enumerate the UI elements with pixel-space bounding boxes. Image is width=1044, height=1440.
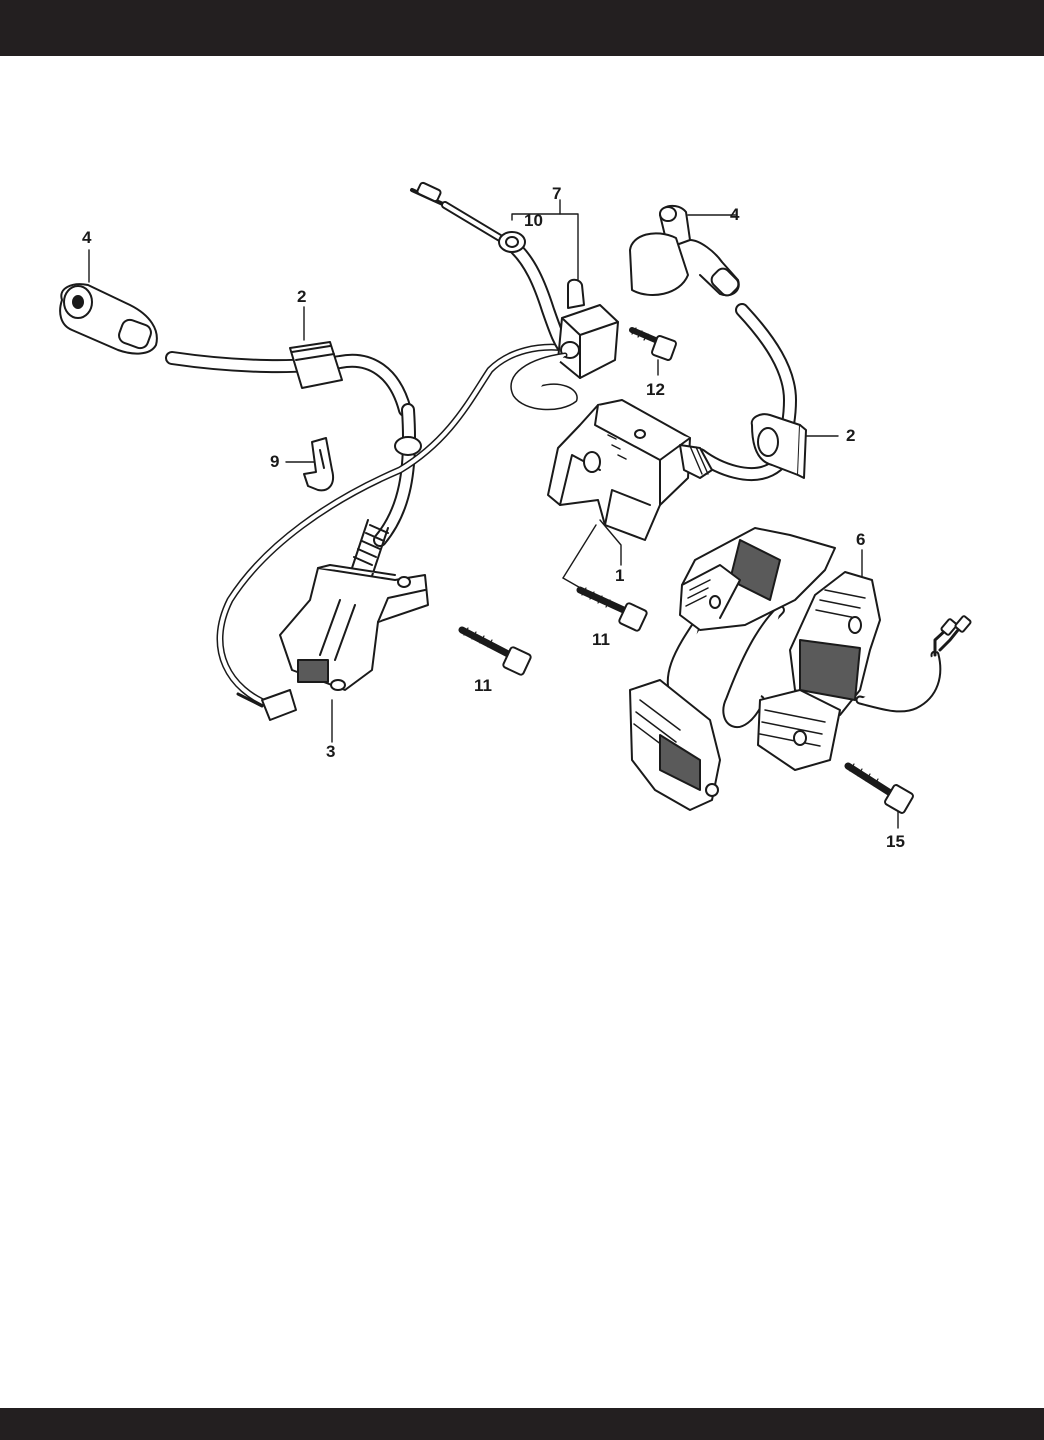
callout-3: 3 (326, 742, 335, 762)
callout-4-right: 4 (730, 205, 739, 225)
flange-bolt-stator (848, 764, 914, 814)
callout-10: 10 (524, 211, 543, 231)
callout-15: 15 (886, 832, 905, 852)
callout-9: 9 (270, 452, 279, 472)
wire-clip (304, 438, 333, 490)
flange-bolt-center (580, 588, 648, 632)
callout-11-center: 11 (592, 630, 610, 650)
callout-12: 12 (646, 380, 665, 400)
callout-7: 7 (552, 184, 561, 204)
plug-wire-top (412, 182, 568, 352)
callout-6: 6 (856, 530, 865, 550)
flange-bolt-short (632, 328, 677, 361)
spark-plug-cap-left (60, 284, 157, 353)
callout-11-left: 11 (474, 676, 492, 696)
ignition-coil-lower (280, 520, 428, 690)
grommet-left (290, 342, 342, 388)
callout-1: 1 (615, 566, 624, 586)
callout-4-left: 4 (82, 228, 91, 248)
callout-2-right: 2 (846, 426, 855, 446)
callout-2-left: 2 (297, 287, 306, 307)
flange-bolt-left (462, 628, 532, 676)
ignition-coil-main (513, 355, 712, 540)
condenser-box (558, 280, 618, 378)
charge-coil-stator (630, 528, 971, 810)
spark-plug-cap-right (630, 206, 741, 298)
